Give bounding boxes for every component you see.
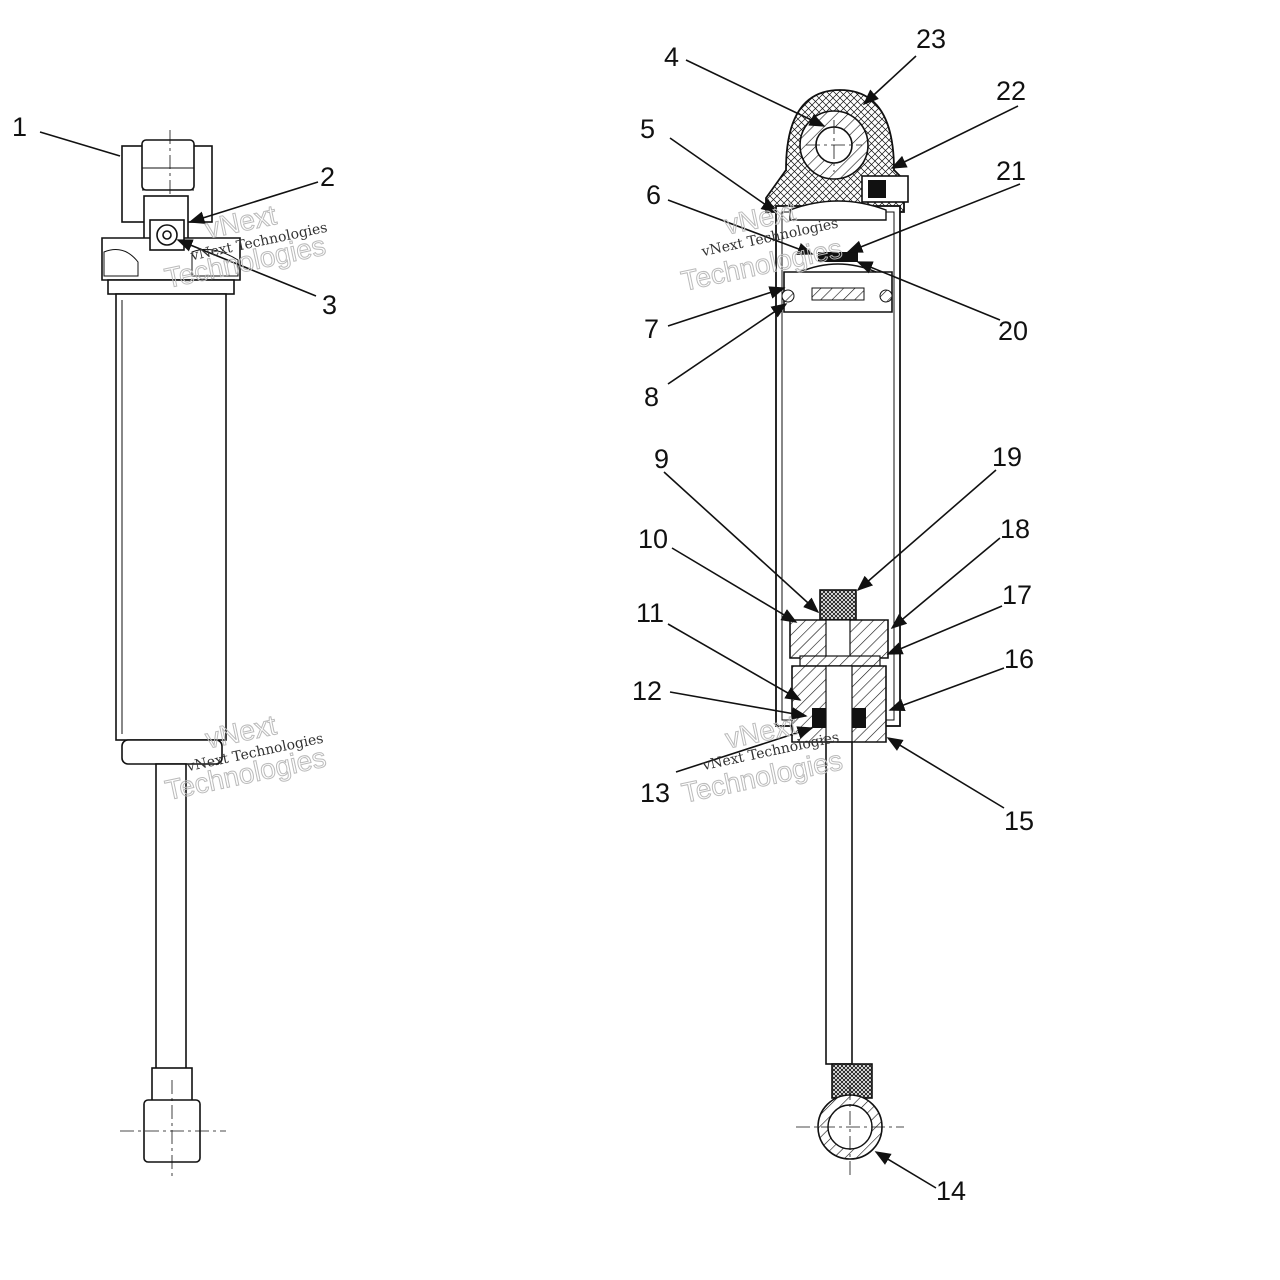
- callout-7: 7: [644, 314, 659, 344]
- shim-stack: [799, 655, 881, 667]
- shaft-seal-left: [812, 708, 826, 728]
- top-mount-eye: [141, 139, 195, 191]
- callout-4: 4: [664, 42, 679, 72]
- callout-9: 9: [654, 444, 669, 474]
- callout-23: 23: [916, 24, 946, 54]
- leader-lines: [39, 55, 1021, 1189]
- callout-1: 1: [12, 112, 27, 142]
- callout-2: 2: [320, 162, 335, 192]
- callout-labels: 1 2 3 4 5 6 7 8 9 10 11 12 13 14 15 16 1…: [12, 24, 1034, 1206]
- section-shaft: [825, 741, 853, 1065]
- callout-14: 14: [936, 1176, 966, 1206]
- end-cap: [789, 200, 887, 221]
- shock-exterior-view: [101, 130, 241, 1180]
- piston-nut: [819, 589, 857, 621]
- callout-20: 20: [998, 316, 1028, 346]
- top-cap: [101, 237, 241, 281]
- bleed-screw: [818, 252, 858, 262]
- callout-19: 19: [992, 442, 1022, 472]
- callout-15: 15: [1004, 806, 1034, 836]
- callout-21: 21: [996, 156, 1026, 186]
- callout-12: 12: [632, 676, 662, 706]
- callout-13: 13: [640, 778, 670, 808]
- callout-5: 5: [640, 114, 655, 144]
- piston-shaft: [155, 763, 187, 1071]
- fill-valve-core: [868, 180, 886, 198]
- shock-cross-section-view: [765, 89, 909, 1176]
- main-cylinder: [115, 293, 227, 741]
- callout-3: 3: [322, 290, 337, 320]
- callout-17: 17: [1002, 580, 1032, 610]
- callout-11: 11: [636, 598, 664, 628]
- callout-16: 16: [1004, 644, 1034, 674]
- callout-18: 18: [1000, 514, 1030, 544]
- callout-6: 6: [646, 180, 661, 210]
- callout-8: 8: [644, 382, 659, 412]
- o-ring: [781, 289, 795, 303]
- callout-10: 10: [638, 524, 668, 554]
- shaft-seal-right: [852, 708, 866, 728]
- callout-22: 22: [996, 76, 1026, 106]
- section-lower-thread: [831, 1063, 873, 1099]
